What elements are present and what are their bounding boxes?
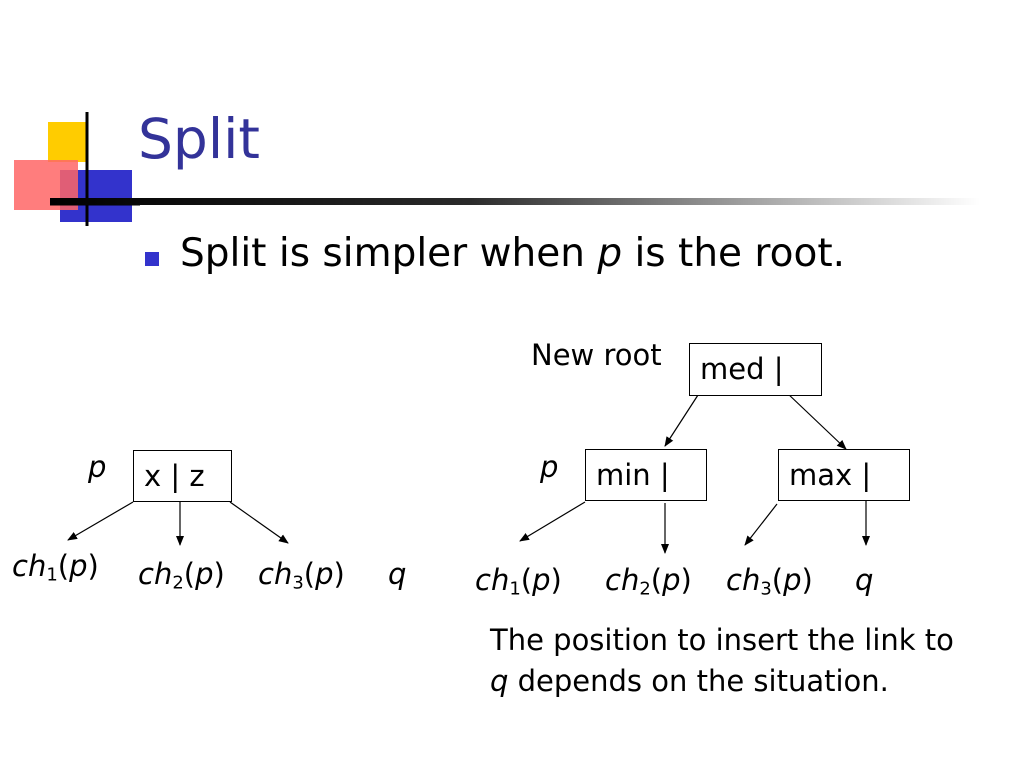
bullet-square-icon — [145, 252, 159, 266]
right-extra-q: q — [855, 563, 874, 597]
right-child-3: ch3(p) — [726, 563, 813, 600]
max-node-box: max | — [778, 449, 910, 501]
left-node-box: x | z — [133, 450, 232, 502]
edge-min-ch1 — [519, 501, 586, 542]
min-node-text: min | — [596, 457, 670, 492]
root-node-text: med | — [700, 352, 784, 386]
min-node-box: min | — [585, 449, 707, 501]
new-root-label: New root — [531, 338, 662, 372]
note-line-2: q depends on the situation. — [490, 664, 889, 698]
edge-root-max — [785, 391, 847, 450]
edge-left-ch3 — [229, 501, 289, 544]
right-child-1: ch1(p) — [475, 563, 562, 600]
left-node-label: p — [88, 450, 107, 484]
right-p-label: p — [540, 450, 559, 484]
left-child-1: ch1(p) — [12, 549, 99, 586]
note-line-1: The position to insert the link to — [490, 623, 954, 657]
left-child-2: ch2(p) — [138, 557, 225, 594]
edge-max-ch3 — [744, 503, 778, 546]
max-node-text: max | — [789, 457, 872, 492]
bullet-text: Split is simpler when p is the root. — [180, 231, 846, 276]
left-node-text: x | z — [144, 458, 205, 493]
explanation-note: The position to insert the link to q dep… — [490, 620, 954, 702]
edge-root-min — [664, 394, 699, 447]
left-extra-q: q — [388, 557, 407, 591]
edge-left-ch1 — [67, 501, 134, 541]
left-child-3: ch3(p) — [258, 557, 345, 594]
root-node-box: med | — [689, 343, 822, 396]
title-divider — [50, 198, 980, 205]
right-child-2: ch2(p) — [605, 563, 692, 600]
slide-title: Split — [138, 107, 260, 171]
